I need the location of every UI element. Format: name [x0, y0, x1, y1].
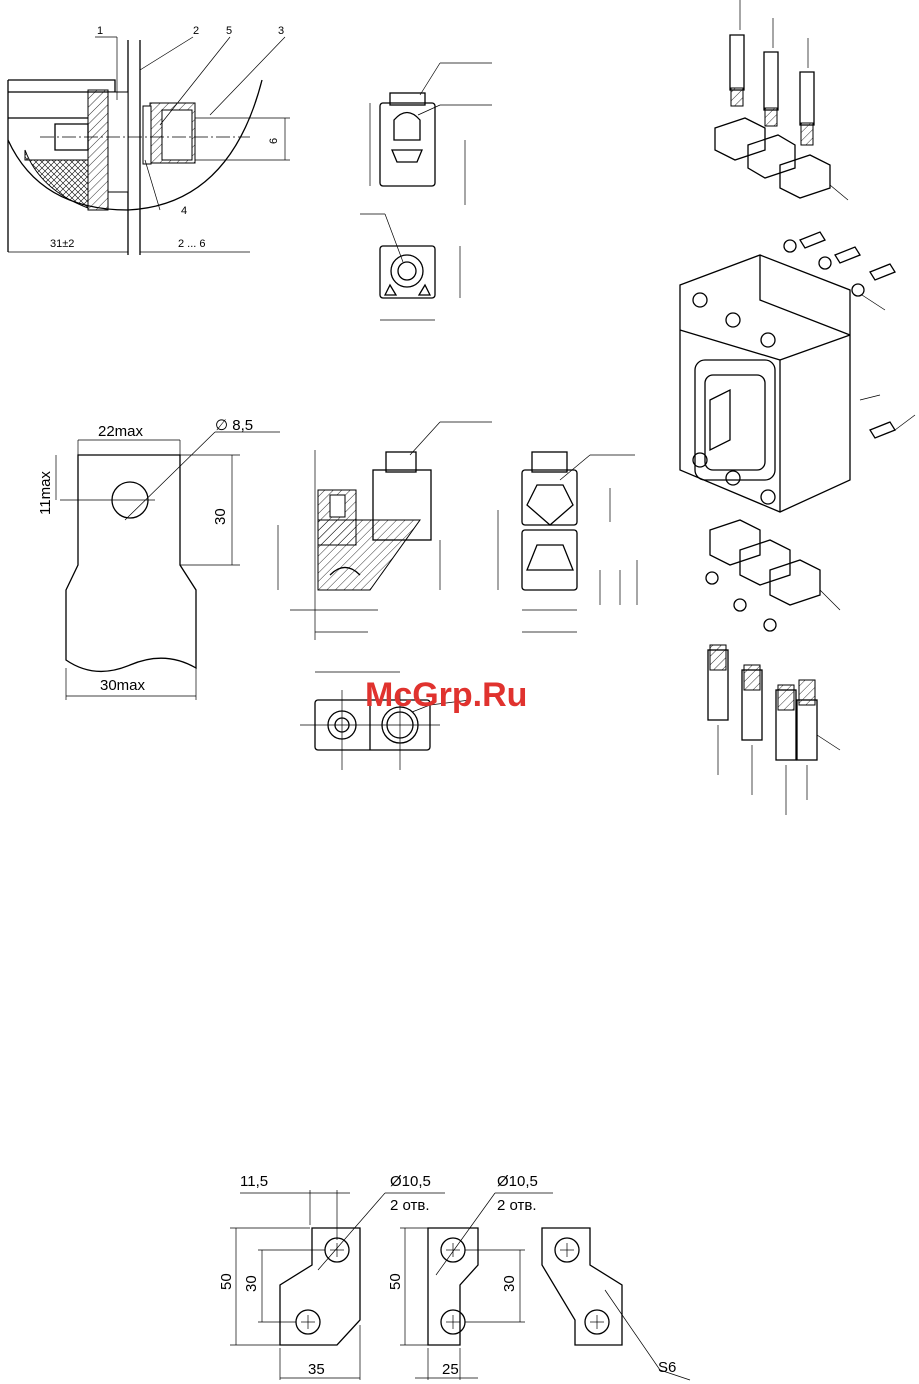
busbar-pitch-a-label: 30 — [243, 1275, 260, 1292]
lug-hole-label: ∅ 8,5 — [215, 417, 253, 434]
lug-width-label: 22max — [98, 423, 144, 440]
callout-1: 1 — [97, 25, 103, 37]
busbar-hole-b-label: Ø10,5 — [497, 1173, 538, 1190]
busbar-width-b-label: 25 — [442, 1361, 459, 1378]
callout-4: 4 — [181, 205, 187, 217]
callout-5: 5 — [226, 25, 232, 37]
busbar-holes-a-label: 2 отв. — [390, 1197, 430, 1214]
lug-base-width-label: 30max — [100, 677, 146, 694]
breaker-exploded-figure — [680, 0, 915, 815]
dim-range-label: 2 ... 6 — [178, 238, 206, 250]
busbar-height-a-label: 50 — [218, 1273, 235, 1290]
busbar-height-b-label: 50 — [387, 1273, 404, 1290]
lug-offset-label: 11max — [37, 471, 54, 515]
busbar-pitch-b-label: 30 — [501, 1275, 518, 1292]
busbar-offset-label: 11,5 — [240, 1173, 268, 1190]
watermark: McGrp.Ru — [365, 676, 527, 714]
busbar-figure: 11,5 Ø10,5 2 отв. 50 30 35 Ø10,5 2 отв. … — [218, 1173, 690, 1380]
connection-section-figure: 6 31±2 2 ... 6 1 2 5 3 4 — [8, 25, 290, 255]
callout-3: 3 — [278, 25, 284, 37]
double-clamp-figure — [278, 422, 637, 770]
clamp-views-figure — [360, 63, 492, 320]
busbar-holes-b-label: 2 отв. — [497, 1197, 537, 1214]
lug-height-label: 30 — [212, 508, 229, 525]
busbar-thickness-label: S6 — [658, 1359, 676, 1376]
dim-length-label: 31±2 — [50, 238, 74, 250]
busbar-width-a-label: 35 — [308, 1361, 325, 1378]
callout-2: 2 — [193, 25, 199, 37]
busbar-hole-a-label: Ø10,5 — [390, 1173, 431, 1190]
cable-lug-figure: ∅ 8,5 22max 11max 30 30max — [37, 417, 280, 700]
dim-height-label: 6 — [268, 138, 280, 144]
